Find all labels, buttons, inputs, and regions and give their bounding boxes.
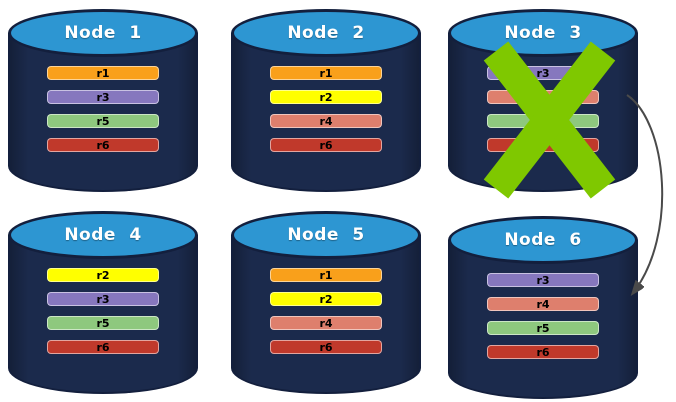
replica-bar: r2 <box>270 90 382 104</box>
replica-label: r5 <box>536 321 550 335</box>
replica-list: r3 r4 r5 r6 <box>448 273 638 359</box>
replica-bar: r3 <box>487 66 599 80</box>
cylinder-body <box>448 240 638 399</box>
cylinder-top: Node 4 <box>8 211 198 259</box>
cylinder-body <box>8 235 198 394</box>
replica-list: r3 <box>448 66 638 152</box>
replica-label: r5 <box>96 316 110 330</box>
replica-label: r6 <box>96 138 110 152</box>
replica-bar <box>487 114 599 128</box>
cylinder-body <box>231 33 421 192</box>
node-title: Node 5 <box>287 225 365 245</box>
replica-label: r5 <box>96 114 110 128</box>
node-5-cylinder: Node 5 r1 r2 r4 r6 <box>231 211 421 394</box>
replica-label: r1 <box>319 268 333 282</box>
node-6-cylinder: Node 6 r3 r4 r5 r6 <box>448 216 638 399</box>
replica-bar: r3 <box>47 90 159 104</box>
replica-bar: r4 <box>270 114 382 128</box>
replica-bar: r4 <box>487 297 599 311</box>
replica-bar: r6 <box>47 340 159 354</box>
cylinder-body <box>231 235 421 394</box>
replica-label: r6 <box>319 340 333 354</box>
replica-list: r1 r2 r4 r6 <box>231 66 421 152</box>
replica-bar: r3 <box>487 273 599 287</box>
replica-bar: r6 <box>487 345 599 359</box>
replica-bar: r1 <box>47 66 159 80</box>
node-title: Node 4 <box>64 225 142 245</box>
replica-label: r3 <box>96 90 110 104</box>
replica-label: r4 <box>319 114 333 128</box>
replica-label: r2 <box>319 90 333 104</box>
replica-label: r6 <box>319 138 333 152</box>
node-3-cylinder: Node 3 r3 <box>448 9 638 199</box>
replica-label: r2 <box>96 268 110 282</box>
replica-bar: r3 <box>47 292 159 306</box>
replica-bar: r5 <box>487 321 599 335</box>
cylinder-top: Node 1 <box>8 9 198 57</box>
node-4-cylinder: Node 4 r2 r3 r5 r6 <box>8 211 198 394</box>
cylinder-top: Node 2 <box>231 9 421 57</box>
replica-bar: r2 <box>270 292 382 306</box>
replica-list: r1 r3 r5 r6 <box>8 66 198 152</box>
replica-label: r3 <box>536 273 550 287</box>
replica-label: r1 <box>96 66 110 80</box>
replica-label: r3 <box>96 292 110 306</box>
cylinder-top: Node 5 <box>231 211 421 259</box>
replica-bar: r4 <box>270 316 382 330</box>
node-title: Node 3 <box>504 23 582 43</box>
replica-bar <box>487 90 599 104</box>
replica-bar: r6 <box>270 340 382 354</box>
replica-bar: r6 <box>47 138 159 152</box>
replica-list: r1 r2 r4 r6 <box>231 268 421 354</box>
replica-label: r2 <box>319 292 333 306</box>
cylinder-body <box>8 33 198 192</box>
cylinder-top: Node 6 <box>448 216 638 264</box>
replica-label: r4 <box>319 316 333 330</box>
node-title: Node 2 <box>287 23 365 43</box>
node-1-cylinder: Node 1 r1 r3 r5 r6 <box>8 9 198 192</box>
replica-bar: r5 <box>47 114 159 128</box>
replica-label: r6 <box>96 340 110 354</box>
replica-label: r4 <box>536 297 550 311</box>
replica-bar: r2 <box>47 268 159 282</box>
node-2-cylinder: Node 2 r1 r2 r4 r6 <box>231 9 421 192</box>
replica-bar <box>487 138 599 152</box>
replica-label: r3 <box>536 66 550 80</box>
replica-label: r6 <box>536 345 550 359</box>
replica-list: r2 r3 r5 r6 <box>8 268 198 354</box>
replica-bar: r6 <box>270 138 382 152</box>
node-title: Node 1 <box>64 23 142 43</box>
replica-bar: r1 <box>270 66 382 80</box>
replica-bar: r1 <box>270 268 382 282</box>
replica-label: r1 <box>319 66 333 80</box>
node-title: Node 6 <box>504 230 582 250</box>
cylinder-top: Node 3 <box>448 9 638 57</box>
replica-bar: r5 <box>47 316 159 330</box>
